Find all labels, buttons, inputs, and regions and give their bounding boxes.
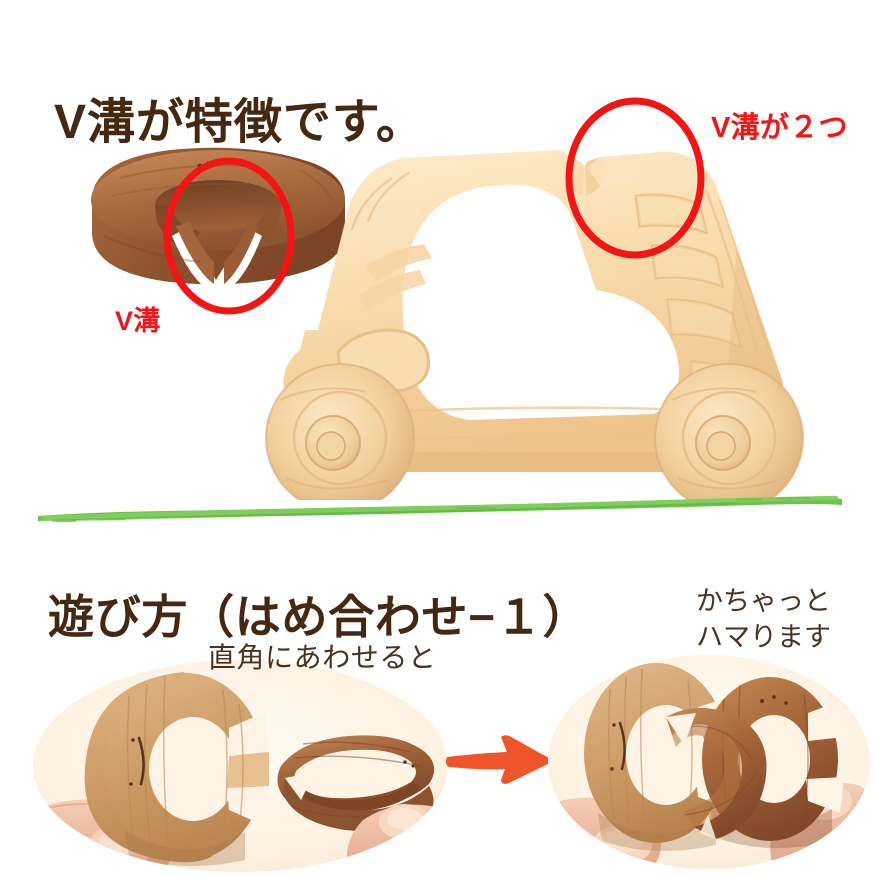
beech-ring-joined [584,663,740,852]
section-title-how-to-play: 遊び方（はめ合わせ−１） [48,591,590,644]
beech-ring-left [84,672,269,867]
car-rear-wheel [654,363,804,500]
car-front-wheel [265,363,415,500]
engraved-smiley-face [129,736,145,786]
wooden-car-illustration [91,97,804,500]
green-brush-divider [36,492,846,524]
caption-step-2: かちゃっと ハマります [696,586,831,653]
photo-two-rings-apart [33,660,448,872]
annotation-label-v-groove-double: V溝が２つ [711,112,848,144]
highlight-circle-v-groove-right [565,97,705,259]
interlock-arc [666,707,767,839]
highlight-circle-v-groove-left [163,157,295,315]
right-arrow-icon [443,731,555,789]
wooden-car-object [265,150,804,500]
caption-step-1: 直角にあわせると [208,641,437,674]
page-title-v-groove: V溝が特徴です。 [54,96,425,150]
cherry-ring-object [91,147,345,292]
engraved-smiley-face-2 [610,721,626,771]
annotation-label-v-groove-single: V溝 [115,306,161,336]
photo-two-rings-joined [548,655,870,869]
